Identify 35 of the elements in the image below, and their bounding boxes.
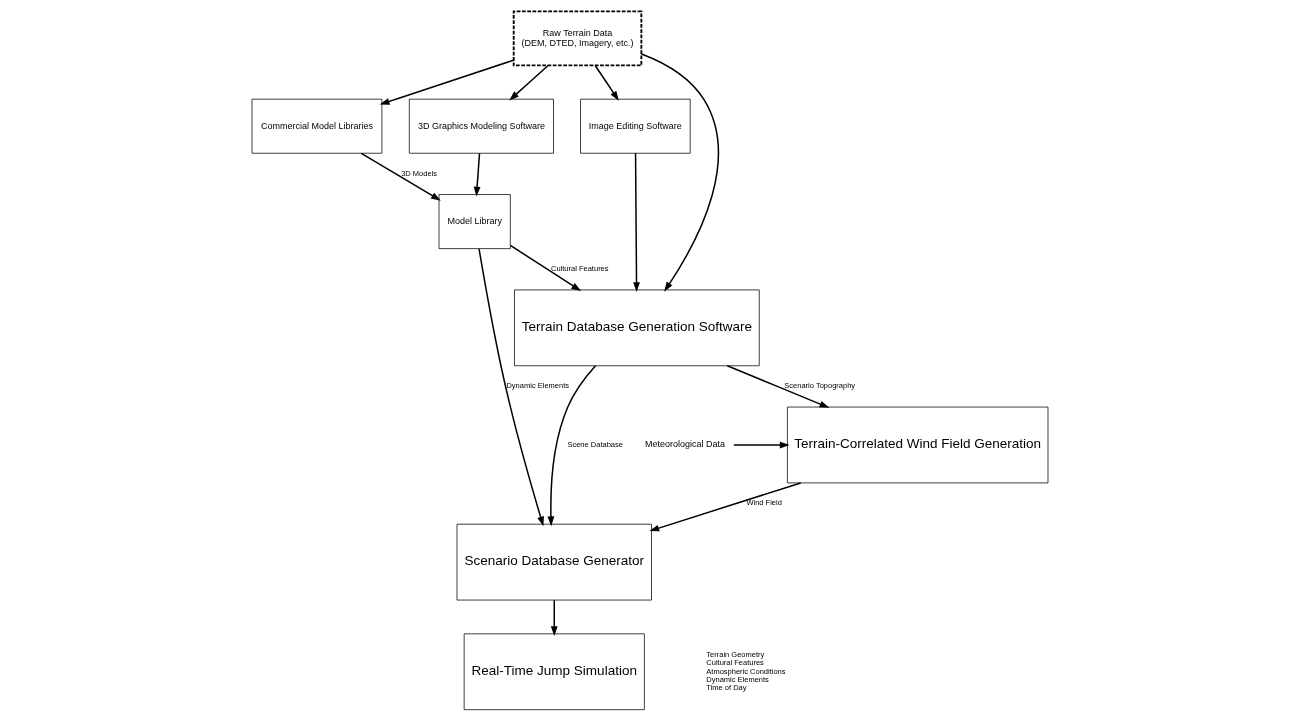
arrow bbox=[594, 64, 619, 101]
node-box: Terrain-Correlated Wind Field Generation bbox=[787, 406, 1049, 484]
node-box: Commercial Model Libraries bbox=[251, 98, 383, 154]
edge-label: Dynamic Elements bbox=[506, 381, 569, 391]
arrow bbox=[733, 441, 790, 449]
node-box: Scenario Database Generator bbox=[456, 523, 652, 601]
arrow bbox=[550, 599, 558, 636]
label: Time of Day bbox=[706, 683, 747, 693]
arrow bbox=[509, 64, 549, 101]
arrow bbox=[649, 482, 802, 532]
edge-label: Wind Field bbox=[746, 498, 782, 508]
arrow bbox=[640, 53, 719, 292]
arrow bbox=[633, 152, 640, 292]
edge-label: Scenario Topography bbox=[784, 381, 856, 391]
edge-label: 3D Models bbox=[401, 168, 438, 178]
arrow bbox=[360, 152, 441, 201]
node-text: Meteorological Data bbox=[644, 439, 725, 450]
label: Atmospheric Conditions bbox=[706, 666, 786, 676]
edge-label: Scene Database bbox=[567, 439, 623, 449]
arrow bbox=[509, 244, 582, 292]
node-box: Terrain Database Generation Software bbox=[514, 289, 760, 367]
arrow bbox=[478, 248, 544, 527]
arrow bbox=[547, 365, 597, 527]
edge-label: Cultural Features bbox=[551, 264, 609, 274]
node-box: Raw Terrain Data (DEM, DTED, Imagery, etc.) bbox=[512, 10, 643, 67]
label: Dynamic Elements bbox=[706, 674, 769, 684]
arrow bbox=[379, 59, 515, 105]
label: Cultural Features bbox=[706, 658, 764, 668]
node-box: 3D Graphics Modeling Software bbox=[408, 98, 554, 154]
arrow bbox=[473, 152, 481, 197]
node-box: Model Library bbox=[438, 194, 511, 249]
node-box: Real-Time Jump Simulation bbox=[463, 633, 645, 711]
node-box: Image Editing Software bbox=[580, 98, 691, 154]
arrow bbox=[726, 365, 830, 408]
label: Terrain Geometry bbox=[706, 650, 765, 660]
